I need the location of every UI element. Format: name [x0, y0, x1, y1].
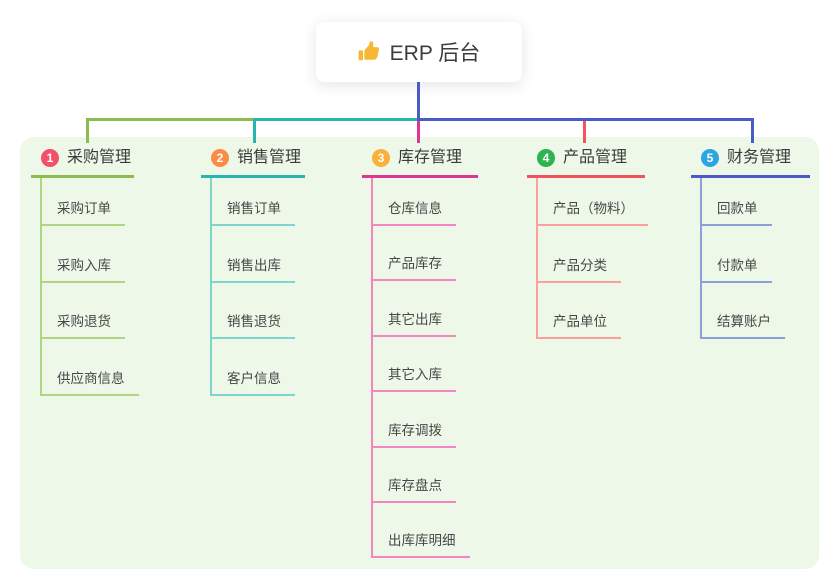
node-purchase-return: 采购退货: [42, 283, 139, 339]
node-product-unit: 产品单位: [538, 283, 648, 339]
node-label[interactable]: 其它出库: [373, 308, 456, 337]
node-product-stock: 产品库存: [373, 226, 478, 282]
node-customer-info: 客户信息: [212, 339, 305, 396]
node-label[interactable]: 产品分类: [538, 254, 621, 283]
bus-segment-sales: [253, 118, 417, 121]
node-label[interactable]: 产品单位: [538, 310, 621, 339]
node-label[interactable]: 采购退货: [42, 310, 125, 339]
node-label[interactable]: 出库库明细: [373, 529, 470, 559]
branch-number-badge: 5: [701, 149, 719, 167]
node-label[interactable]: 付款单: [702, 254, 772, 283]
node-label[interactable]: 库存调拨: [373, 419, 456, 448]
node-label[interactable]: 库存盘点: [373, 474, 456, 503]
branch-inventory: 3 库存管理 仓库信息 产品库存 其它出库 其它入库 库存调拨 库存盘点 出库库…: [362, 148, 478, 559]
branch-purchase-children: 采购订单 采购入库 采购退货 供应商信息: [40, 178, 139, 396]
branch-number-badge: 4: [537, 149, 555, 167]
node-label[interactable]: 采购入库: [42, 254, 125, 283]
drop-inventory: [417, 121, 420, 143]
branch-number-badge: 2: [211, 149, 229, 167]
root-node-erp-backend[interactable]: ERP 后台: [316, 22, 522, 82]
node-label[interactable]: 采购订单: [42, 197, 125, 226]
drop-finance: [751, 118, 754, 143]
connector-root-drop: [417, 82, 420, 119]
branch-title-label: 产品管理: [563, 149, 628, 166]
branch-title-label: 销售管理: [237, 149, 302, 166]
node-sales-return: 销售退货: [212, 283, 305, 339]
branch-product-title[interactable]: 4 产品管理: [527, 148, 645, 178]
branch-purchase: 1 采购管理 采购订单 采购入库 采购退货 供应商信息: [31, 148, 139, 396]
node-label[interactable]: 仓库信息: [373, 197, 456, 226]
node-sales-order: 销售订单: [212, 178, 305, 226]
node-label[interactable]: 结算账户: [702, 310, 785, 339]
node-product-category: 产品分类: [538, 226, 648, 283]
node-outbound-detail: 出库库明细: [373, 503, 478, 559]
node-label[interactable]: 回款单: [702, 197, 772, 226]
branch-title-label: 财务管理: [727, 149, 792, 166]
node-warehouse-info: 仓库信息: [373, 178, 478, 226]
branch-sales: 2 销售管理 销售订单 销售出库 销售退货 客户信息: [201, 148, 305, 396]
node-sales-outbound: 销售出库: [212, 226, 305, 283]
branch-sales-title[interactable]: 2 销售管理: [201, 148, 305, 178]
branch-sales-children: 销售订单 销售出库 销售退货 客户信息: [210, 178, 305, 396]
node-label[interactable]: 销售出库: [212, 254, 295, 283]
node-settlement-account: 结算账户: [702, 283, 810, 339]
node-supplier-info: 供应商信息: [42, 339, 139, 396]
branch-product: 4 产品管理 产品（物料） 产品分类 产品单位: [527, 148, 648, 339]
node-label[interactable]: 销售退货: [212, 310, 295, 339]
branch-number-badge: 1: [41, 149, 59, 167]
node-product-material: 产品（物料）: [538, 178, 648, 226]
bus-segment-finance: [417, 118, 754, 121]
branch-title-label: 采购管理: [67, 149, 132, 166]
node-label[interactable]: 客户信息: [212, 367, 295, 396]
node-label[interactable]: 销售订单: [212, 197, 295, 226]
node-other-outbound: 其它出库: [373, 281, 478, 337]
node-payment-order: 付款单: [702, 226, 810, 283]
drop-product: [583, 121, 586, 143]
branch-number-badge: 3: [372, 149, 390, 167]
node-other-inbound: 其它入库: [373, 337, 478, 393]
branch-finance: 5 财务管理 回款单 付款单 结算账户: [691, 148, 810, 339]
thumbs-up-icon: [358, 41, 380, 63]
node-label[interactable]: 供应商信息: [42, 367, 139, 396]
node-label[interactable]: 其它入库: [373, 363, 456, 393]
drop-sales: [253, 118, 256, 143]
branch-finance-children: 回款单 付款单 结算账户: [700, 178, 810, 339]
branch-product-children: 产品（物料） 产品分类 产品单位: [536, 178, 648, 339]
node-purchase-order: 采购订单: [42, 178, 139, 226]
bus-segment-purchase: [86, 118, 253, 121]
branch-inventory-title[interactable]: 3 库存管理: [362, 148, 478, 178]
branch-inventory-children: 仓库信息 产品库存 其它出库 其它入库 库存调拨 库存盘点 出库库明细: [371, 178, 478, 559]
node-label[interactable]: 产品库存: [373, 252, 456, 282]
node-stock-count: 库存盘点: [373, 448, 478, 503]
node-stock-transfer: 库存调拨: [373, 392, 478, 448]
branches-panel: [20, 137, 819, 569]
node-label[interactable]: 产品（物料）: [538, 197, 648, 226]
branch-title-label: 库存管理: [398, 149, 463, 166]
drop-purchase: [86, 118, 89, 143]
node-purchase-inbound: 采购入库: [42, 226, 139, 283]
root-title: ERP 后台: [389, 42, 481, 65]
branch-finance-title[interactable]: 5 财务管理: [691, 148, 810, 178]
node-receipt-order: 回款单: [702, 178, 810, 226]
branch-purchase-title[interactable]: 1 采购管理: [31, 148, 134, 178]
